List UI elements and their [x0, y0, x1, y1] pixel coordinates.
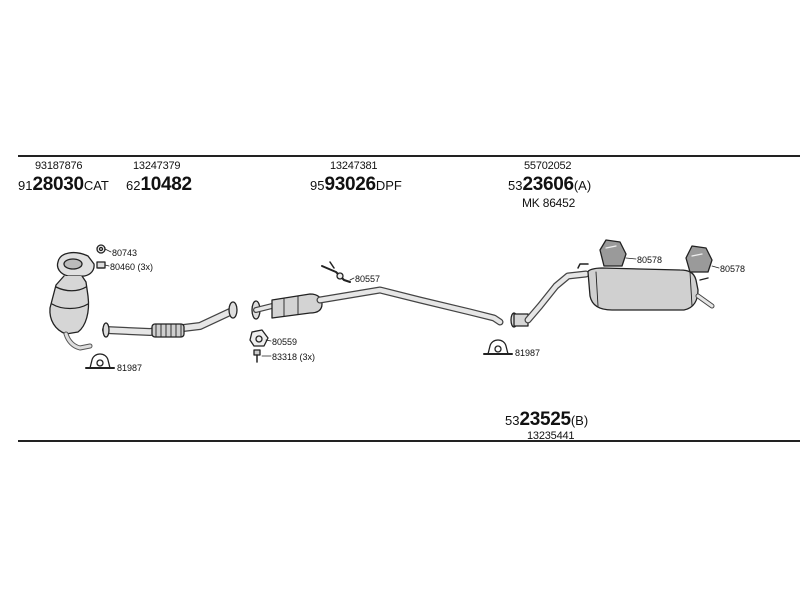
bolt-icon	[253, 349, 261, 363]
rubber-mount-icon	[685, 245, 713, 273]
catalytic-converter-icon	[49, 251, 95, 351]
ring-gasket-icon	[249, 329, 269, 347]
part-prefix: 53	[505, 413, 520, 428]
part-main: 93026	[324, 174, 376, 195]
label-80578-left: 80578	[637, 255, 663, 265]
label-80460: 80460 (3x)	[110, 262, 154, 272]
part-number-g4: 5323606(A)	[508, 175, 591, 196]
part-ref-g2: 13247379	[133, 160, 181, 172]
part-ref-g5: 13235441	[527, 430, 575, 442]
part-number-g3: 9593026DPF	[310, 175, 402, 196]
part-prefix: 62	[126, 178, 141, 193]
part-prefix: 95	[310, 178, 325, 193]
label-81987-right: 81987	[515, 348, 541, 358]
label-80557: 80557	[355, 274, 381, 284]
part-ref-g4: 55702052	[524, 160, 572, 172]
part-ref-g3: 13247381	[330, 160, 378, 172]
top-border-line	[18, 155, 800, 157]
label-80743: 80743	[112, 248, 138, 258]
rear-silencer-icon	[510, 263, 715, 328]
part-number-g5: 5323525(B)	[505, 410, 588, 431]
rubber-mount-icon	[599, 239, 627, 267]
part-suffix: DPF	[375, 178, 402, 193]
part-main: 23606	[522, 174, 574, 195]
label-80559: 80559	[272, 337, 298, 347]
part-suffix: CAT	[83, 178, 109, 193]
part-prefix: 91	[18, 178, 33, 193]
part-suffix: (A)	[573, 178, 592, 193]
part-suffix: (B)	[570, 413, 589, 428]
part-ref-g1: 93187876	[35, 160, 83, 172]
middle-silencer-icon	[251, 286, 504, 326]
nut-icon	[96, 261, 106, 269]
clamp-icon	[483, 339, 513, 355]
label-80578-right: 80578	[720, 264, 746, 274]
front-pipe-icon	[102, 301, 238, 338]
label-81987-left: 81987	[117, 363, 143, 373]
clamp-icon	[85, 353, 115, 369]
part-number-g2: 6210482	[126, 175, 192, 196]
part-main: 10482	[140, 174, 192, 195]
part-main: 23525	[519, 409, 571, 430]
part-main: 28030	[32, 174, 84, 195]
label-83318: 83318 (3x)	[272, 352, 316, 362]
leader-lines	[104, 248, 720, 357]
part-prefix: 53	[508, 178, 523, 193]
mounting-kit-g4: MK 86452	[522, 196, 576, 210]
bottom-border-line	[18, 440, 800, 442]
hanger-icon	[321, 261, 351, 283]
gasket-icon	[96, 244, 106, 254]
part-number-g1: 9128030CAT	[18, 175, 109, 196]
